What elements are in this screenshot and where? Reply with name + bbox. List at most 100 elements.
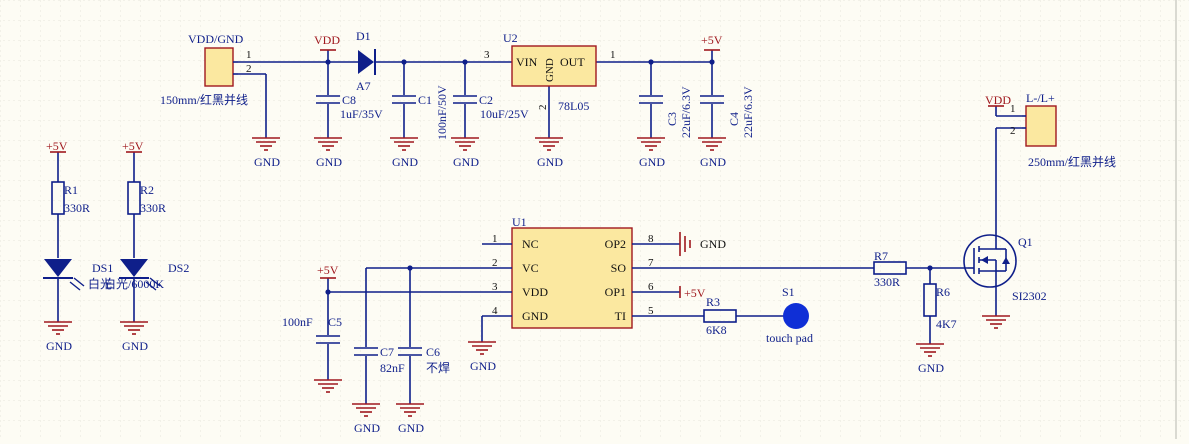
ground-symbol: GND — [120, 321, 148, 353]
output-connector-name: L-/L+ — [1026, 91, 1055, 105]
u1-left-pin-name: GND — [522, 309, 548, 323]
d1-ref: D1 — [356, 29, 371, 43]
output-vdd-label: VDD — [985, 93, 1011, 107]
ground-symbol: GND — [252, 137, 280, 169]
u1-left-pin-name: VC — [522, 261, 539, 275]
u2-vin: VIN — [516, 55, 538, 69]
u2-gnd: GND — [544, 58, 556, 82]
ground-label: GND — [254, 155, 280, 169]
led-section — [57, 152, 135, 322]
u2-out: OUT — [560, 55, 585, 69]
c7-ref: C7 — [380, 345, 394, 359]
u1-right-pin-number: 5 — [648, 305, 654, 317]
output-pin2: 2 — [1010, 125, 1016, 137]
resistor-r3 — [703, 309, 737, 323]
u1-left-pin-number: 2 — [492, 257, 498, 269]
resistor-r7 — [873, 261, 907, 275]
c2-value: 10uF/25V — [480, 107, 529, 121]
ground-symbol: GND — [535, 137, 563, 169]
input-connector-name: VDD/GND — [188, 32, 244, 46]
u2-part: 78L05 — [558, 99, 589, 113]
output-connector-note: 250mm/红黑并线 — [1028, 154, 1116, 169]
u1-right-pin-number: 7 — [648, 257, 654, 269]
d1-part: A7 — [356, 79, 371, 93]
ground-label: GND — [537, 155, 563, 169]
q1-value: SI2302 — [1012, 289, 1047, 303]
regulator-u2-body — [511, 45, 597, 87]
output-pin1: 1 — [1010, 103, 1016, 115]
ground-symbol: GND — [314, 137, 342, 169]
s1-ref: S1 — [782, 285, 795, 299]
ground-symbol: GND — [698, 137, 726, 169]
led-rail-label-1: +5V — [46, 139, 68, 153]
ground-label: GND — [354, 421, 380, 435]
u1-right-pin-name: TI — [615, 309, 626, 323]
input-connector-body — [204, 47, 234, 87]
ground-label: GND — [46, 339, 72, 353]
u2-pin-out: 1 — [610, 49, 616, 61]
output-connector-body — [1025, 105, 1057, 147]
c4-value: 22uF/6.3V — [741, 86, 755, 138]
power-junctions — [325, 59, 715, 65]
c3-ref: C3 — [665, 112, 679, 126]
c1-ref: C1 — [418, 93, 432, 107]
c8-value: 1uF/35V — [340, 107, 383, 121]
op2-gnd-label: GND — [700, 237, 726, 251]
touch-pad-s1 — [783, 303, 809, 329]
c2-ref: C2 — [479, 93, 493, 107]
op2-ground-symbol — [679, 232, 691, 256]
input-connector-note: 150mm/红黑并线 — [160, 92, 248, 107]
resistor-r2 — [127, 181, 141, 215]
r6-value: 4K7 — [936, 317, 957, 331]
power-section — [238, 50, 724, 138]
touch-ic-u1-body — [511, 227, 633, 329]
input-pin2: 2 — [246, 63, 252, 75]
u1-left-pin-name: NC — [522, 237, 539, 251]
c4-ref: C4 — [727, 112, 741, 126]
c6-value: 不焊 — [426, 360, 450, 375]
c6-ref: C6 — [426, 345, 440, 359]
u2-pin-gnd: 2 — [537, 105, 549, 111]
gate-junction — [927, 265, 933, 271]
output-section-wires — [906, 106, 1022, 344]
c5-ref: C5 — [328, 315, 342, 329]
c5-value: 100nF — [282, 315, 313, 329]
resistor-r1 — [51, 181, 65, 215]
u1-right-pin-number: 8 — [648, 233, 654, 245]
ground-label: GND — [700, 155, 726, 169]
r3-value: 6K8 — [706, 323, 727, 337]
ground-label: GND — [470, 359, 496, 373]
diode-d1 — [358, 49, 376, 75]
ground-symbol: GND — [44, 321, 72, 353]
u1-left-pin-number: 4 — [492, 305, 498, 317]
u2-pin-in: 3 — [484, 49, 490, 61]
u1-right-pin-number: 6 — [648, 281, 654, 293]
u2-ref: U2 — [503, 31, 518, 45]
ground-symbol: GND — [451, 137, 479, 169]
ground-label: GND — [918, 361, 944, 375]
c7-value: 82nF — [380, 361, 405, 375]
input-pin1: 1 — [246, 49, 252, 61]
ground-label: GND — [398, 421, 424, 435]
power-rail-bars — [50, 49, 1004, 279]
s1-value: touch pad — [766, 331, 813, 345]
vdd-rail-label: VDD — [314, 33, 340, 47]
u1-right-pin-name: OP1 — [605, 285, 626, 299]
ground-symbol: GND — [390, 137, 418, 169]
ds1-ref: DS1 — [92, 261, 113, 275]
r7-value: 330R — [874, 275, 900, 289]
ground-label: GND — [392, 155, 418, 169]
out-rail-label: +5V — [701, 33, 723, 47]
q1-ref: Q1 — [1018, 235, 1033, 249]
ground-symbol: GND — [468, 341, 496, 373]
led-ds2-symbol — [119, 259, 161, 291]
r2-value: 330R — [140, 201, 166, 215]
ground-symbol: GND — [637, 137, 665, 169]
led-rail-label-2: +5V — [122, 139, 144, 153]
ground-symbol — [982, 315, 1010, 329]
touch-rail-label: +5V — [317, 263, 339, 277]
c1-value: 100nF/50V — [435, 85, 449, 140]
